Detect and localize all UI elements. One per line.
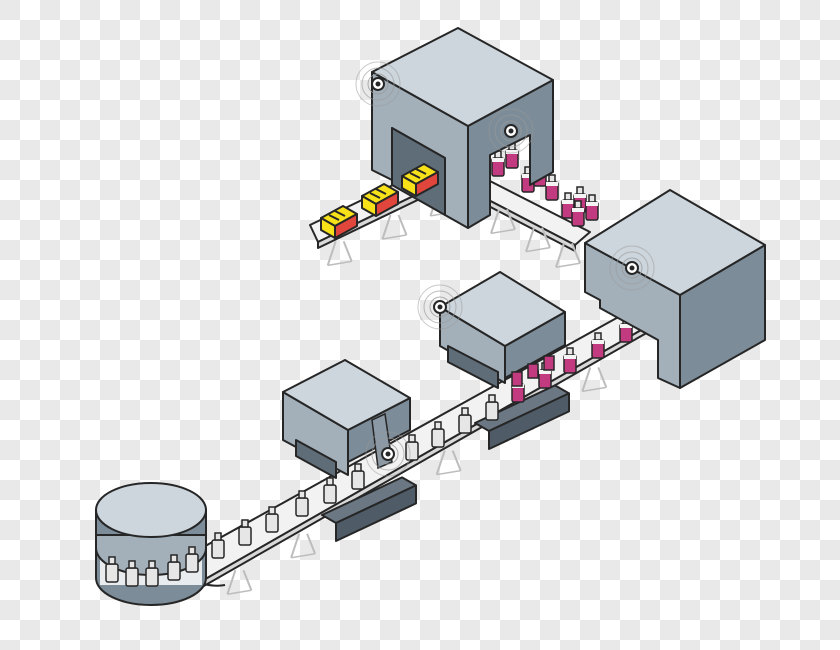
empty-bottle bbox=[238, 519, 252, 546]
filled-bottle bbox=[545, 174, 559, 201]
wireless-sensor-icon bbox=[488, 108, 534, 154]
filling-nozzle bbox=[511, 371, 523, 387]
bottle-unscrambler-turntable bbox=[95, 482, 207, 606]
filled-bottle bbox=[585, 194, 599, 221]
wireless-sensor-icon bbox=[355, 61, 401, 107]
empty-bottle bbox=[458, 407, 472, 434]
filled-bottle bbox=[521, 166, 535, 193]
empty-bottle bbox=[211, 532, 225, 559]
filler-base-shadow bbox=[474, 384, 570, 450]
capping-machine bbox=[584, 189, 766, 389]
wireless-sensor-icon bbox=[609, 245, 655, 291]
filling-nozzle bbox=[527, 363, 539, 379]
empty-bottle bbox=[265, 506, 279, 533]
filled-bottle bbox=[591, 332, 605, 359]
empty-bottle bbox=[295, 490, 309, 517]
filling-machine bbox=[439, 271, 566, 389]
packed-case bbox=[361, 183, 399, 217]
empty-bottle bbox=[485, 394, 499, 421]
empty-bottle bbox=[125, 560, 139, 587]
labeler-base-shadow bbox=[321, 476, 417, 542]
wireless-sensor-icon bbox=[417, 284, 463, 330]
empty-bottle bbox=[185, 546, 199, 573]
filled-bottle bbox=[571, 200, 585, 227]
labeling-machine bbox=[282, 359, 411, 479]
filling-nozzle bbox=[543, 355, 555, 371]
filled-bottle bbox=[491, 150, 505, 177]
wireless-sensor-icon bbox=[365, 431, 411, 477]
empty-bottle bbox=[323, 477, 337, 504]
empty-bottle bbox=[167, 554, 181, 581]
packed-case bbox=[401, 163, 439, 197]
packed-case bbox=[320, 205, 358, 239]
empty-bottle bbox=[351, 463, 365, 490]
filled-bottle bbox=[563, 347, 577, 374]
filled-bottle bbox=[561, 192, 575, 219]
empty-bottle bbox=[431, 421, 445, 448]
empty-bottle bbox=[145, 560, 159, 587]
empty-bottle bbox=[105, 556, 119, 583]
